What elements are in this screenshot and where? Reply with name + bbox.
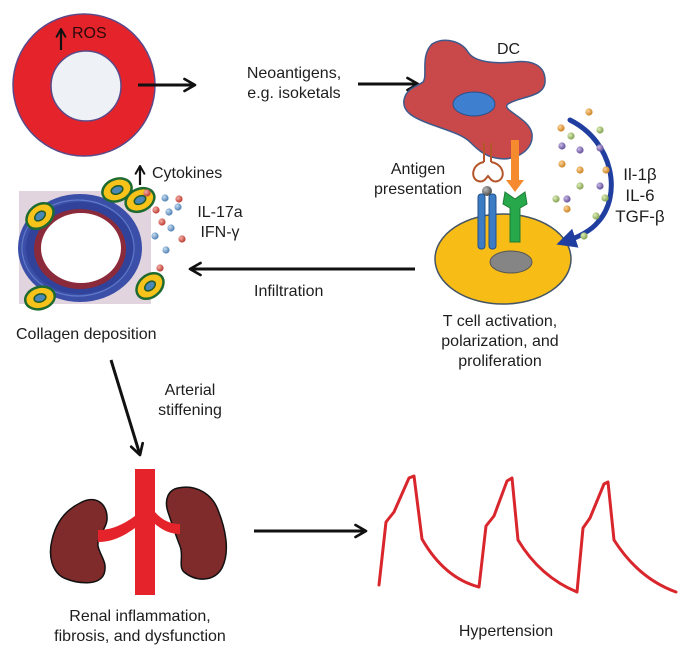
cytokine-particle bbox=[576, 166, 584, 174]
cytokine-particle bbox=[596, 126, 604, 134]
renal-line-2: fibrosis, and dysfunction bbox=[54, 628, 226, 645]
t-cell-line-3: proliferation bbox=[458, 353, 542, 370]
dc-cytokine-particles bbox=[552, 108, 610, 240]
costimulatory-ligand bbox=[506, 140, 524, 192]
cytokine-particle bbox=[592, 212, 600, 220]
right-kidney bbox=[165, 486, 228, 580]
costimulatory-receptor bbox=[502, 191, 528, 243]
cytokine-particle bbox=[576, 146, 584, 154]
cytokine-particle bbox=[558, 160, 566, 168]
small-t-cell bbox=[135, 271, 165, 301]
renal-line-1: Renal inflammation, bbox=[69, 608, 211, 625]
dc-label: DC bbox=[497, 41, 521, 58]
cytokine-particle bbox=[178, 235, 186, 243]
cytokine-particle bbox=[167, 224, 175, 232]
neoantigens-line-2: e.g. isoketals bbox=[247, 85, 341, 102]
t-cell-line-1: T cell activation, bbox=[442, 313, 558, 330]
t-cell-nucleus bbox=[489, 250, 533, 274]
cytokine-particle bbox=[161, 194, 169, 202]
right-renal-artery bbox=[155, 512, 180, 534]
cytokine-particle bbox=[175, 195, 183, 203]
neoantigens-line-1: Neoantigens, bbox=[246, 65, 342, 82]
cytokine-particle bbox=[596, 182, 604, 190]
tgfb-label: TGF-β bbox=[615, 207, 665, 226]
aorta bbox=[135, 469, 155, 595]
arrow-arterial-stiffening bbox=[109, 359, 145, 457]
left-kidney bbox=[49, 498, 108, 584]
small-t-cell bbox=[25, 201, 55, 231]
cytokine-particle bbox=[596, 144, 604, 152]
hypertension-label: Hypertension bbox=[458, 623, 554, 640]
t-cell-activation-label: T cell activation, polarization, and pro… bbox=[420, 312, 580, 372]
small-t-cell bbox=[101, 177, 133, 203]
antigen-peptide bbox=[482, 186, 492, 196]
cytokines-label: Cytokines bbox=[152, 165, 223, 182]
cytokine-particle bbox=[585, 108, 593, 116]
blood-pressure-waveform bbox=[377, 474, 678, 594]
antigen-presentation-line-2: presentation bbox=[373, 181, 463, 198]
ifng-label: IFN-γ bbox=[200, 224, 240, 241]
cytokine-particle bbox=[567, 132, 575, 140]
infiltrating-t-cells bbox=[23, 177, 165, 311]
cytokine-particle bbox=[557, 124, 565, 132]
cytokine-particle bbox=[552, 195, 560, 203]
ros-vessel-ring bbox=[12, 13, 156, 157]
cytokine-particle bbox=[151, 232, 159, 240]
dc-cytokines-label: Il-1β IL-6 TGF-β bbox=[600, 164, 680, 227]
t-cell-cytokines-label: IL-17a IFN-γ bbox=[190, 203, 250, 243]
mhc-molecule bbox=[472, 143, 504, 183]
cytokine-curved-arrow bbox=[556, 117, 614, 248]
cytokine-particle bbox=[558, 142, 566, 150]
dc-nucleus bbox=[452, 91, 496, 117]
antigen-presentation-label: Antigen presentation bbox=[368, 160, 468, 200]
stiffening-line-1: Arterial bbox=[164, 382, 216, 399]
cytokine-particle bbox=[152, 206, 160, 214]
cytokine-particle bbox=[162, 246, 170, 254]
cytokine-particle bbox=[576, 182, 584, 190]
cytokine-particle bbox=[158, 218, 166, 226]
cytokine-particle bbox=[580, 232, 588, 240]
cytokine-particle bbox=[563, 205, 571, 213]
neoantigens-label: Neoantigens, e.g. isoketals bbox=[236, 64, 352, 104]
stiffening-line-2: stiffening bbox=[158, 402, 222, 419]
cytokine-particle bbox=[174, 203, 182, 211]
il17a-label: IL-17a bbox=[197, 204, 243, 221]
cytokine-particle bbox=[143, 189, 151, 197]
kidneys-and-aorta bbox=[49, 469, 228, 595]
cytokine-particle bbox=[601, 194, 609, 202]
t-cell-line-2: polarization, and bbox=[441, 333, 559, 350]
t-cell-receptor bbox=[477, 193, 497, 250]
small-t-cell bbox=[23, 285, 57, 311]
il6-label: IL-6 bbox=[625, 186, 655, 205]
arterial-stiffening-label: Arterial stiffening bbox=[150, 381, 230, 421]
cytokine-particle bbox=[165, 208, 173, 216]
t-cell-cytokine-particles bbox=[143, 189, 186, 272]
infiltration-label: Infiltration bbox=[254, 283, 324, 300]
cytokine-particle bbox=[156, 264, 164, 272]
artery-histology-image bbox=[18, 191, 151, 304]
renal-label: Renal inflammation, fibrosis, and dysfun… bbox=[30, 607, 250, 647]
antigen-presentation-line-1: Antigen bbox=[390, 161, 446, 178]
cytokine-particle bbox=[602, 166, 610, 174]
ros-label: ROS bbox=[72, 25, 107, 42]
il1b-label: Il-1β bbox=[623, 165, 657, 184]
cytokine-particle bbox=[563, 195, 571, 203]
collagen-deposition-label: Collagen deposition bbox=[16, 326, 157, 343]
left-renal-artery bbox=[98, 516, 135, 542]
